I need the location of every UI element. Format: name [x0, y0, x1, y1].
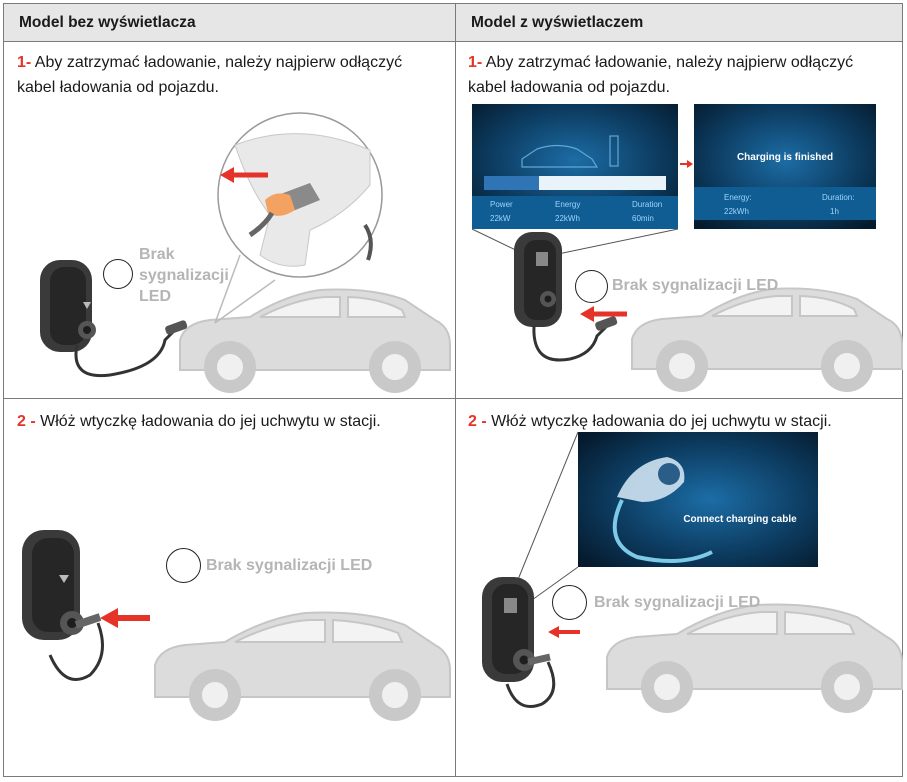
step2-left-number: 2 - [17, 413, 36, 430]
led-label-line3: LED [139, 288, 171, 305]
illustration-unplug-no-display [40, 112, 451, 393]
screen-connect: Connect charging cable [578, 432, 818, 567]
screen-label-energy: Energy [555, 200, 580, 209]
header-right-label: Model z wyświetlaczem [471, 14, 644, 31]
step1-left-body: Aby zatrzymać ładowanie, należy najpierw… [17, 54, 403, 96]
led-indicator-circle-2 [575, 270, 608, 303]
illustration-plug-back-display: Connect charging cable [482, 431, 903, 713]
led-label-line1: Brak [139, 246, 175, 263]
header-left-label: Model bez wyświetlacza [19, 14, 196, 31]
led-label-line2: sygnalizacji [139, 267, 229, 284]
wallbox-display [514, 232, 618, 362]
screen-finished-value-duration: 1h [830, 207, 839, 216]
step2-right-body: Włóż wtyczkę ładowania do jej uchwytu w … [486, 413, 832, 430]
led-status-label-3: Brak sygnalizacji LED [594, 594, 761, 611]
header-right: Model z wyświetlaczem [456, 4, 902, 41]
table-frame [3, 3, 903, 777]
screen-label-duration: Duration [632, 200, 662, 209]
screen-finished-label-duration: Duration: [822, 193, 854, 202]
step1-left-text: 1- Aby zatrzymać ładowanie, należy najpi… [17, 50, 442, 100]
screen-value-power: 22kW [490, 214, 511, 223]
step1-right-text: 1- Aby zatrzymać ładowanie, należy najpi… [468, 50, 893, 100]
led-status-label-2: Brak sygnalizacji LED [206, 557, 373, 574]
column-divider [455, 3, 456, 777]
step1-right-body: Aby zatrzymać ładowanie, należy najpierw… [468, 54, 854, 96]
step2-left-text: 2 - Włóż wtyczkę ładowania do jej uchwyt… [17, 409, 442, 434]
step1-left-number: 1- [17, 54, 32, 71]
wallbox-display-2 [482, 577, 556, 708]
step2-left-body: Włóż wtyczkę ładowania do jej uchwytu w … [35, 413, 381, 430]
illustration-plug-back-no-display [22, 530, 451, 721]
screen-finished-title: Charging is finished [737, 152, 833, 163]
step1-right-number: 1- [468, 54, 483, 71]
screen-finished-value-energy: 22kWh [724, 207, 749, 216]
row-divider [3, 398, 903, 399]
screen-label-power: Power [490, 200, 513, 209]
screen-finished-label-energy: Energy: [724, 193, 752, 202]
wallbox-no-display-2 [22, 530, 104, 681]
led-indicator-circle-3 [166, 548, 201, 583]
led-status-label: Brak sygnalizacji LED [612, 277, 779, 294]
led-indicator-circle [103, 259, 133, 289]
screen-connect-title: Connect charging cable [683, 514, 797, 525]
header-divider [3, 41, 903, 42]
illustration-unplug-display: Power Energy Duration 22kW 22kWh 60min C… [471, 104, 903, 392]
wallbox-no-display [40, 260, 188, 378]
zoom-detail [217, 112, 383, 278]
screen-finished: Charging is finished Energy: Duration: 2… [694, 104, 876, 229]
step2-right-number: 2 - [468, 413, 487, 430]
step2-right-text: 2 - Włóż wtyczkę ładowania do jej uchwyt… [468, 409, 893, 434]
screen-value-duration: 60min [632, 214, 654, 223]
header-left: Model bez wyświetlacza [4, 4, 455, 41]
screen-value-energy: 22kWh [555, 214, 580, 223]
led-status-label-short: Brak sygnalizacji LED [139, 244, 229, 307]
led-indicator-circle-4 [552, 585, 587, 620]
screen-charging: Power Energy Duration 22kW 22kWh 60min [472, 104, 678, 229]
